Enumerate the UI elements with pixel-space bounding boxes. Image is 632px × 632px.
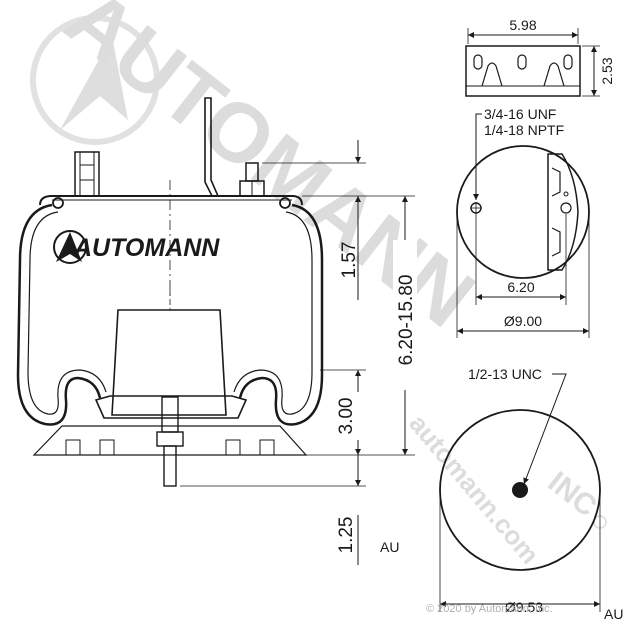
dim-stud-length: 1.25 (336, 517, 357, 554)
unit-label-bottom-right: AU (604, 606, 623, 622)
unit-label-bottom-left: AU (380, 539, 399, 555)
piston (111, 309, 227, 416)
dim-top-diameter: Ø9.00 (504, 313, 542, 329)
watermark-text: AUTOMANN (49, 0, 492, 345)
piston-base (32, 425, 308, 456)
bellow-logo-text: AUTOMANN (73, 234, 220, 262)
dim-bottom-diameter: Ø9.53 (505, 599, 543, 615)
bracket-arm (204, 97, 220, 197)
dim-height-range: 6.20-15.80 (396, 275, 417, 366)
bead-plate (39, 195, 303, 206)
left-stud (74, 151, 100, 197)
bottom-view: 1/2-13 UNC Ø9.53 AU (439, 366, 623, 622)
dim-top-height: 1.57 (339, 242, 360, 279)
dim-piston-height: 3.00 (336, 398, 357, 435)
bottom-stud-hole (512, 482, 528, 498)
svg-text:INC: INC (542, 466, 603, 524)
bottom-thread-label: 1/2-13 UNC (468, 366, 542, 382)
thread-label-2: 1/4-18 NPTF (484, 122, 564, 138)
top-plate-circle (456, 145, 590, 279)
dim-stud-spacing: 6.20 (507, 279, 534, 295)
bellow-logo: AUTOMANN (53, 230, 220, 264)
watermark-logo-mark (30, 15, 160, 145)
bottom-plate-circle (439, 409, 601, 571)
dim-bracket-height: 2.53 (599, 57, 615, 84)
top-view: 3/4-16 UNF 1/4-18 NPTF 6.20 Ø9.00 (456, 106, 590, 338)
side-view: AUTOMANN 1.57 6.20-15.80 (16, 97, 417, 565)
dim-bracket-width: 5.98 (509, 17, 536, 33)
bellow-outline (16, 203, 324, 426)
bottom-stud (156, 396, 184, 487)
thread-label-1: 3/4-16 UNF (484, 106, 556, 122)
bracket-view: 5.98 2.53 (465, 17, 615, 97)
copyright-notice: © 2020 by Automann, Inc. (426, 603, 553, 615)
right-stud (239, 162, 265, 197)
